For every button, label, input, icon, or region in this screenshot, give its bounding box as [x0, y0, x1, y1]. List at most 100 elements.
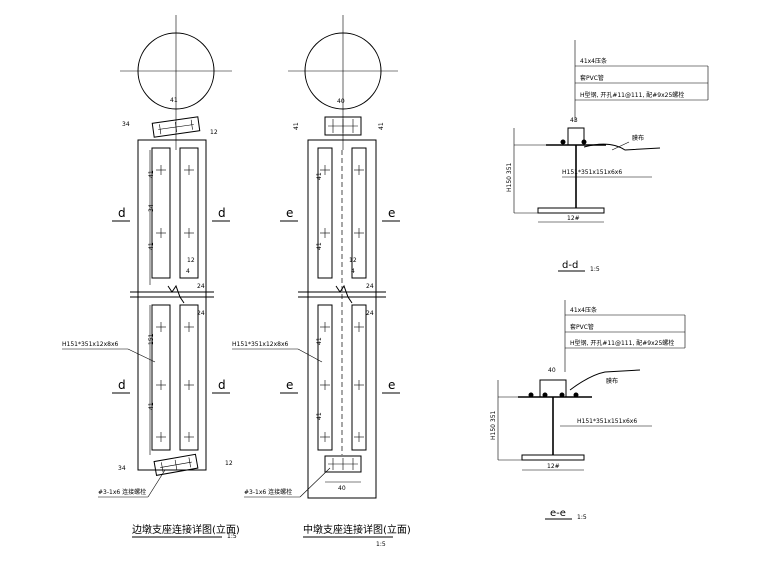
dim2-8: 41: [316, 412, 323, 420]
flange-left-upper: [151, 147, 171, 279]
dim2-2: 41: [316, 242, 323, 250]
caption-1: 边墩支座连接详图(立面): [132, 523, 240, 536]
dim-text-8: 24: [197, 283, 205, 290]
section-mark-e-2: e: [388, 206, 395, 220]
break-zigzag: [167, 284, 185, 304]
bottom-saddle-plate-2: [324, 455, 362, 473]
dim-text-top-left: 34: [122, 121, 130, 128]
elevation-drawing-1: 41 34 41 151 41 12 4 24 24 41 34 12 34 1…: [62, 15, 240, 540]
column-outline-2: [307, 139, 377, 499]
membrane-e: [569, 369, 641, 391]
h-beam-base-e: [521, 454, 585, 461]
bolt-e-1: [528, 392, 534, 398]
height-label-e: H150 351: [490, 410, 497, 440]
height-label-d: H150 351: [506, 162, 513, 192]
membrane-d: [583, 143, 661, 151]
dim2-6: 24: [366, 310, 374, 317]
dim2-3: 12: [349, 257, 357, 264]
top-dim-d: 43: [570, 117, 578, 124]
flange-right-upper: [179, 147, 199, 279]
section-mark-d-3: d: [118, 378, 126, 392]
member-label-e: H151*351x151x6x6: [577, 418, 637, 425]
bolt-label-2: #3-1x6 连接螺栓: [244, 488, 292, 496]
dim-text-1: 41: [148, 170, 155, 178]
caption-e: e-e: [550, 508, 566, 519]
h-beam-base-d: [537, 207, 605, 214]
membrane-label-d: 膜布: [632, 134, 644, 142]
base-dim-d: 12#: [567, 215, 580, 222]
bottom-saddle-plate: [153, 453, 199, 476]
bolt-e-2: [542, 392, 548, 398]
dim2-4: 4: [351, 268, 355, 275]
flange-right-upper-2: [351, 147, 367, 279]
dim-text-bot-left: 34: [118, 465, 126, 472]
caption-scale-1: 1:5: [227, 533, 237, 540]
leader-bolt-1b: [147, 469, 166, 498]
caption-d: d-d: [562, 260, 578, 271]
dim-text-top: 41: [170, 97, 178, 104]
note-e-1: 41x4压条: [570, 306, 597, 314]
section-mark-e-1: e: [286, 206, 293, 220]
dim2-5: 24: [366, 283, 374, 290]
bolt-e-3: [559, 392, 565, 398]
dim2-1: 41: [316, 172, 323, 180]
section-mark-d-4: d: [218, 378, 226, 392]
section-mark-d-2: d: [218, 206, 226, 220]
dim2-bottom: 40: [338, 485, 346, 492]
note-e-3: H型钢, 开孔#11@111, 配#9x25螺栓: [570, 339, 674, 347]
elevation-drawing-2: 40 41 41 41 41 12 4 24 24 41 4: [232, 15, 411, 548]
bolt-e-4: [573, 392, 579, 398]
dim-text-3: 41: [148, 242, 155, 250]
dim-text-bot-right: 12: [225, 460, 233, 467]
clamp-e: [539, 379, 567, 398]
dim-text-9: 24: [197, 310, 205, 317]
leader-member-1b: [127, 348, 156, 363]
detail-d-section: 41x4压条 套PVC管 H型钢, 开孔#11@111, 配#9x25螺栓 膜布…: [506, 40, 709, 273]
member-label-d: H151*351x151x6x6: [562, 169, 622, 176]
clamp-d: [567, 127, 585, 146]
base-dim-e: 12#: [547, 463, 560, 470]
note-d-1: 41x4压条: [580, 57, 607, 65]
note-d-3: H型钢, 开孔#11@111, 配#9x25螺栓: [580, 91, 684, 99]
section-mark-e-4: e: [388, 378, 395, 392]
top-saddle-plate: [151, 116, 201, 138]
caption-scale-d: 1:5: [590, 266, 600, 273]
dim2-top-right: 41: [378, 122, 385, 130]
detail-e-section: 41x4压条 套PVC管 H型钢, 开孔#11@111, 配#9x25螺栓 膜布…: [490, 300, 686, 521]
section-mark-e-3: e: [286, 378, 293, 392]
dim2-top: 40: [337, 98, 345, 105]
bolt-marks-2: [320, 165, 364, 442]
note-e-2: 套PVC管: [570, 323, 594, 331]
dim-text-7: 4: [186, 268, 190, 275]
dim-text-2: 34: [148, 204, 155, 212]
bolt-d-1: [560, 139, 566, 145]
bolt-label-1: #3-1x6 连接螺栓: [98, 488, 146, 496]
leader-bolt-2b: [299, 467, 331, 498]
dim-text-6: 12: [187, 257, 195, 264]
caption-2: 中墩支座连接详图(立面): [303, 523, 411, 536]
flange-right-lower: [179, 304, 199, 451]
section-mark-d-1: d: [118, 206, 126, 220]
dim2-7: 41: [316, 337, 323, 345]
membrane-label-e: 膜布: [606, 377, 618, 385]
dim-text-5: 41: [148, 402, 155, 410]
note-d-2: 套PVC管: [580, 74, 604, 82]
top-saddle-plate-2: [324, 116, 362, 136]
flange-left-upper-2: [317, 147, 333, 279]
dim-text-4: 151: [148, 333, 155, 345]
break-zigzag-2: [335, 284, 353, 304]
bolt-marks: [156, 165, 194, 442]
flange-left-lower: [151, 304, 171, 451]
flange-right-lower-2: [351, 304, 367, 451]
caption-scale-2: 1:5: [376, 541, 386, 548]
bolt-d-2: [581, 139, 587, 145]
member-label-1: H151*351x12x8x6: [62, 341, 119, 348]
caption-scale-e: 1:5: [577, 514, 587, 521]
top-dim-e: 40: [548, 367, 556, 374]
member-label-2: H151*351x12x8x6: [232, 341, 289, 348]
dim2-top-left: 41: [293, 122, 300, 130]
column-outline: [137, 139, 207, 471]
dim-text-top-right: 12: [210, 129, 218, 136]
